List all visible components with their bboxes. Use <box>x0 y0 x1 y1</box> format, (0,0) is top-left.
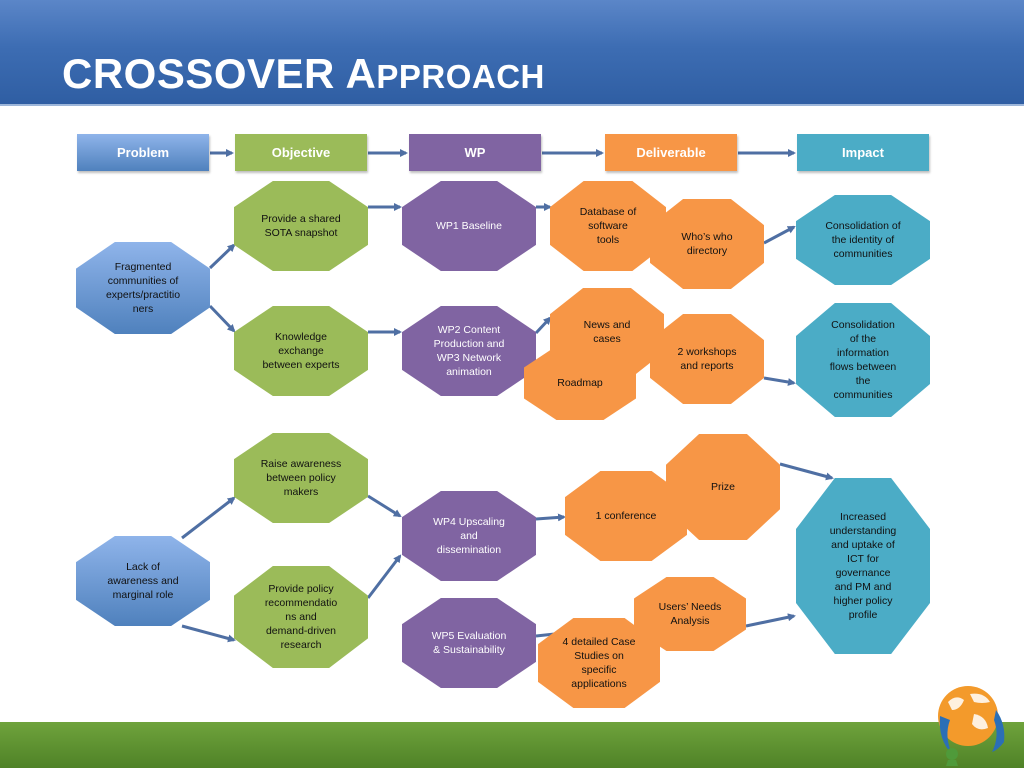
impact-2-text: Consolidation of the information flows b… <box>829 319 897 401</box>
deliverable-6-text: Prize <box>711 481 735 493</box>
footer-bar <box>0 722 1024 768</box>
arrow-o4-w4 <box>366 554 402 599</box>
deliverable-prize: Prize <box>666 434 780 540</box>
header-wp: WP <box>409 134 541 171</box>
objective-1-text: Provide a shared SOTA snapshot <box>261 213 341 239</box>
header-impact: Impact <box>797 134 929 171</box>
deliverable-2-text: Who’s who directory <box>681 231 733 257</box>
impact-1-text: Consolidation of the identity of communi… <box>825 220 901 260</box>
objective-policy-recommendations: Provide policy recommendatio ns and dema… <box>234 566 368 668</box>
impact-3-text: Increased understanding and uptake of IC… <box>829 511 897 621</box>
deliverable-workshops: 2 workshops and reports <box>650 314 764 404</box>
deliverable-9-text: 4 detailed Case Studies on specific appl… <box>562 636 636 690</box>
deliverable-users-needs: Users’ Needs Analysis <box>634 577 746 651</box>
wp4-text: WP4 Upscaling and dissemination <box>433 516 505 556</box>
deliverable-5-text: 2 workshops and reports <box>677 346 737 372</box>
deliverable-8-text: Users’ Needs Analysis <box>658 601 722 627</box>
deliverable-roadmap: Roadmap <box>524 346 636 420</box>
objective-4-text: Provide policy recommendatio ns and dema… <box>264 583 338 651</box>
deliverable-7-text: 1 conference <box>595 510 657 522</box>
header-objective: Objective <box>235 134 367 171</box>
arrow-p2-o4 <box>181 624 236 643</box>
objective-sota-snapshot: Provide a shared SOTA snapshot <box>234 181 368 271</box>
wp5-evaluation: WP5 Evaluation & Sustainability <box>402 598 536 688</box>
objective-raise-awareness: Raise awareness between policy makers <box>234 433 368 523</box>
arrow-d8-i3 <box>745 613 796 628</box>
arrow-d6-i3 <box>779 462 834 481</box>
arrow-p1-o1 <box>208 243 236 270</box>
impact-information-flows: Consolidation of the information flows b… <box>796 303 930 417</box>
arrow-d5-i2 <box>763 376 796 386</box>
objective-knowledge-exchange: Knowledge exchange between experts <box>234 306 368 396</box>
wp4-upscaling: WP4 Upscaling and dissemination <box>402 491 536 581</box>
deliverable-database: Database of software tools <box>550 181 666 271</box>
arrow-w2-d3 <box>534 316 552 335</box>
wp2-text: WP2 Content Production and WP3 Network a… <box>433 324 505 378</box>
arrow-w4-d7 <box>535 513 566 522</box>
problem-lack-of-awareness: Lack of awareness and marginal role <box>76 536 210 626</box>
wp1-text: WP1 Baseline <box>436 220 502 232</box>
objective-3-text: Raise awareness between policy makers <box>260 458 342 498</box>
arrow-p1-o2 <box>208 304 236 333</box>
header-deliverable: Deliverable <box>605 134 737 171</box>
deliverable-3-text: News and cases <box>583 319 631 345</box>
problem-fragmented-communities: Fragmented communities of experts/practi… <box>76 242 210 334</box>
title-bar <box>0 0 1024 106</box>
problem-2-text: Lack of awareness and marginal role <box>107 561 179 601</box>
wp5-text: WP5 Evaluation & Sustainability <box>431 630 507 656</box>
header-problem: Problem <box>77 134 209 171</box>
deliverable-4-text: Roadmap <box>557 377 603 389</box>
globe-figure-logo-icon <box>938 686 1005 766</box>
deliverable-1-text: Database of software tools <box>579 206 637 246</box>
arrow-p2-o3 <box>181 496 236 540</box>
wp2-wp3-content-network: WP2 Content Production and WP3 Network a… <box>402 306 536 396</box>
title-part-1: CROSSOVER <box>62 50 346 97</box>
deliverable-whos-who: Who’s who directory <box>650 199 764 289</box>
objective-2-text: Knowledge exchange between experts <box>262 331 340 371</box>
problem-1-text: Fragmented communities of experts/practi… <box>105 261 181 315</box>
impact-ict-governance: Increased understanding and uptake of IC… <box>796 478 930 654</box>
slide-title: CROSSOVER APPROACH <box>62 50 545 98</box>
impact-identity-consolidation: Consolidation of the identity of communi… <box>796 195 930 285</box>
wp1-baseline: WP1 Baseline <box>402 181 536 271</box>
arrow-o3-w4 <box>367 494 402 518</box>
arrow-d2-i1 <box>763 225 796 245</box>
title-part-2: A <box>345 50 377 97</box>
title-part-3: PPROACH <box>376 58 545 95</box>
